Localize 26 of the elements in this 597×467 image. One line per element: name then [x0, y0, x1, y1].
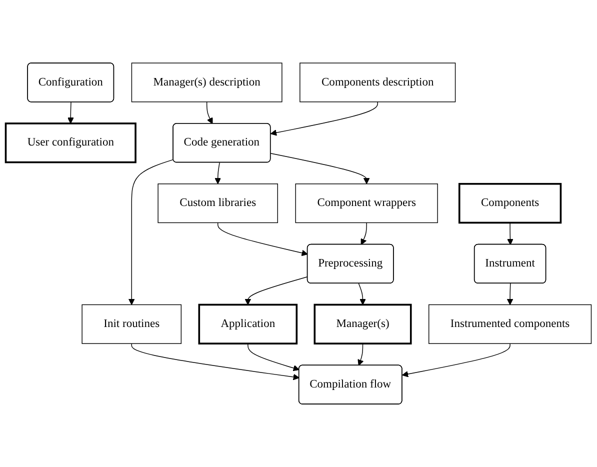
node-box: Custom libraries: [158, 184, 278, 224]
arrow: [358, 343, 364, 366]
node-box: Components: [458, 182, 562, 224]
node-box: Manager(s): [314, 304, 412, 344]
arrow: [270, 153, 370, 184]
arrow: [128, 159, 174, 305]
arrow: [360, 222, 367, 245]
node-box: User configuration: [4, 122, 136, 164]
node-box: Init routines: [82, 304, 182, 344]
node-box: Manager(s) description: [131, 62, 282, 102]
arrow: [270, 102, 378, 136]
arrow: [248, 343, 300, 372]
node-box: Components description: [300, 62, 456, 102]
node-box: Application: [198, 304, 298, 344]
arrow: [217, 222, 308, 256]
arrow: [131, 343, 300, 380]
node-box: Instrumented components: [428, 304, 592, 344]
node-box: Component wrappers: [295, 184, 438, 224]
arrow: [67, 102, 74, 124]
arrow: [507, 222, 514, 245]
arrow: [358, 283, 366, 305]
arrow: [214, 162, 221, 184]
arrow: [506, 283, 514, 305]
arrow: [206, 102, 213, 124]
arrow: [402, 343, 510, 378]
arrow: [244, 276, 308, 305]
